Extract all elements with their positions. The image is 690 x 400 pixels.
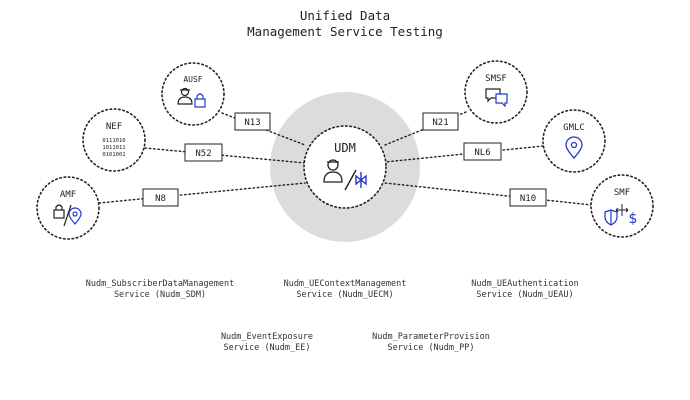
binary-line-2: 1011011 (102, 145, 125, 151)
amf-node[interactable]: AMF (36, 176, 100, 240)
service-uecm-subtitle: Service (Nudm_UECM) (296, 290, 394, 300)
service-pp: Nudm_ParameterProvision Service (Nudm_PP… (331, 332, 531, 354)
lock-icon (194, 93, 206, 108)
link-smf-udm (384, 182, 593, 206)
nef-node[interactable]: NEF 0111010 1011011 0101001 (82, 108, 146, 172)
binary-line-1: 0111010 (102, 138, 125, 144)
service-sdm: Nudm_SubscriberDataManagement Service (N… (60, 279, 260, 301)
smsf-label: SMSF (485, 74, 507, 84)
udm-label: UDM (334, 141, 356, 155)
bowtie-icon (355, 172, 367, 188)
user-icon (323, 159, 343, 183)
interface-nl6-label: NL6 (474, 148, 490, 158)
interface-n10-label: N10 (520, 194, 536, 204)
dollar-icon: $ (629, 211, 638, 227)
service-ueau-subtitle: Service (Nudm_UEAU) (476, 290, 574, 300)
nef-label: NEF (106, 122, 122, 132)
service-ee: Nudm_EventExposure Service (Nudm_EE) (167, 332, 367, 354)
smsf-node[interactable]: SMSF (464, 60, 528, 124)
link-amf-udm (98, 182, 306, 204)
slash-separator (344, 169, 357, 191)
service-ee-subtitle: Service (Nudm_EE) (223, 343, 311, 353)
service-sdm-name: Nudm_SubscriberDataManagement (85, 279, 235, 289)
ausf-label: AUSF (183, 75, 202, 84)
interface-n8: N8 (142, 188, 179, 207)
interface-n52-label: N52 (195, 149, 211, 159)
service-ueau-name: Nudm_UEAuthentication (471, 279, 579, 289)
service-uecm-name: Nudm_UEContextManagement (283, 279, 407, 289)
user-icon (177, 87, 193, 105)
interface-n21: N21 (422, 112, 459, 131)
binary-line-3: 0101001 (102, 152, 125, 158)
service-ueau: Nudm_UEAuthentication Service (Nudm_UEAU… (425, 279, 625, 301)
interface-n13-label: N13 (244, 118, 260, 128)
service-pp-subtitle: Service (Nudm_PP) (387, 343, 475, 353)
smf-node[interactable]: SMF $ (590, 174, 654, 238)
amf-label: AMF (60, 190, 76, 200)
lock-icon (53, 204, 65, 219)
interface-nl6: NL6 (463, 142, 502, 161)
gmlc-node[interactable]: GMLC (542, 109, 606, 173)
ausf-node[interactable]: AUSF (161, 62, 225, 126)
udm-node[interactable] (303, 125, 387, 209)
interface-n10: N10 (509, 188, 547, 207)
diagram-title-line1: Unified Data (299, 8, 391, 23)
interface-n8-label: N8 (155, 194, 166, 204)
smf-label: SMF (614, 188, 630, 198)
link-nef-udm (144, 147, 306, 164)
diagram-title-line2: Management Service Testing (247, 24, 443, 39)
interface-n13: N13 (234, 112, 271, 131)
interface-n52: N52 (184, 143, 223, 162)
chat-bubbles-icon (485, 88, 508, 108)
location-pin-icon (565, 136, 583, 159)
shield-icon (604, 209, 618, 226)
interface-n21-label: N21 (432, 118, 448, 128)
gmlc-label: GMLC (563, 123, 585, 133)
location-pin-icon (68, 207, 82, 225)
service-uecm: Nudm_UEContextManagement Service (Nudm_U… (245, 279, 445, 301)
service-sdm-subtitle: Service (Nudm_SDM) (113, 290, 207, 300)
arrows-icon (615, 204, 629, 216)
service-ee-name: Nudm_EventExposure (220, 332, 314, 342)
service-pp-name: Nudm_ParameterProvision (372, 332, 490, 342)
